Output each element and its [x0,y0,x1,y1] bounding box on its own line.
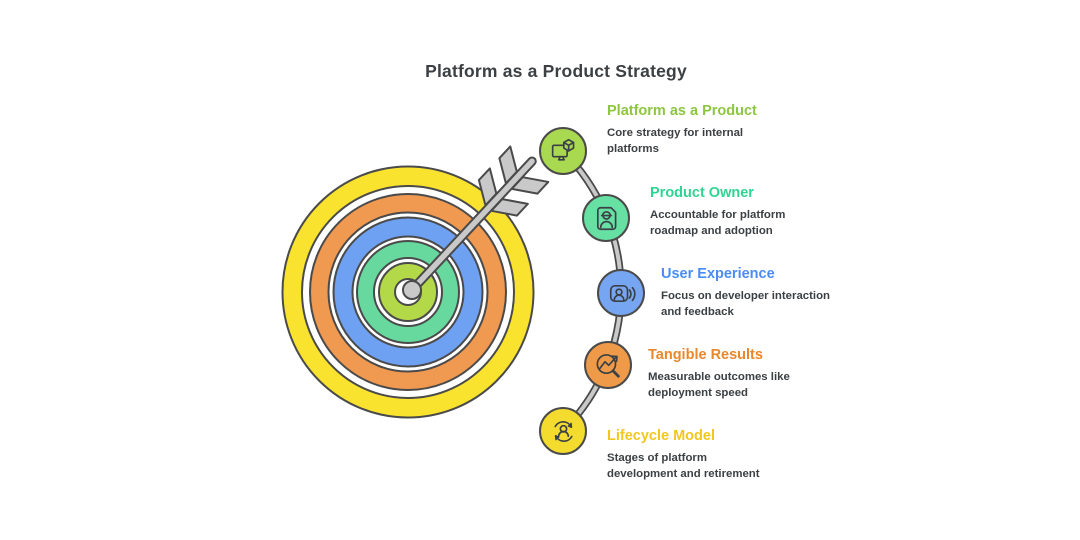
monitor-cube-icon [551,138,574,161]
item-4-description: Measurable outcomes like deployment spee… [648,371,790,400]
item-5-description: Stages of platform development and retir… [607,452,760,481]
item-4-heading: Tangible Results [648,347,763,363]
item-3-icon-circle [597,269,645,317]
arrow-shaft [410,158,535,292]
item-1-heading: Platform as a Product [607,103,757,119]
item-1: Platform as a Product Core strategy for … [607,103,777,158]
item-1-description: Core strategy for internal platforms [607,127,744,156]
person-cycle-icon [553,420,573,442]
arrow [408,145,550,294]
item-4-icon-circle [584,341,632,389]
item-3: User Experience Focus on developer inter… [661,266,841,321]
user-feedback-icon [609,284,636,302]
item-5-icon-circle [539,407,587,455]
item-2-icon-circle [582,194,630,242]
item-5-heading: Lifecycle Model [607,428,715,444]
worker-badge-icon [596,206,616,230]
magnifier-trend-icon [596,353,620,378]
item-2: Product Owner Accountable for platform r… [650,185,820,240]
item-3-description: Focus on developer interaction and feedb… [661,290,830,319]
item-1-icon-circle [539,127,587,175]
item-5: Lifecycle Model Stages of platform devel… [607,428,792,483]
item-3-heading: User Experience [661,266,775,282]
arrow-impact-dot [402,280,422,300]
item-2-heading: Product Owner [650,185,754,201]
item-2-description: Accountable for platform roadmap and ado… [650,209,786,238]
item-4: Tangible Results Measurable outcomes lik… [648,347,823,402]
page-title: Platform as a Product Strategy [425,61,687,81]
